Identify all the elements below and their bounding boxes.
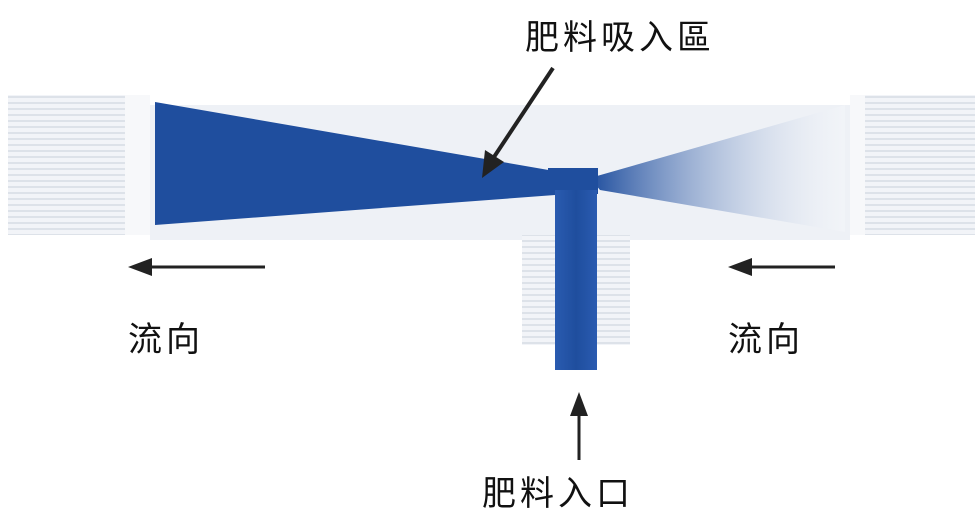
flow-direction-label-left: 流向: [128, 320, 204, 360]
fertilizer-inlet-label: 肥料入口: [482, 474, 634, 514]
fluid-left-cone: [155, 102, 560, 225]
left-pipe-fitting: [8, 95, 153, 235]
flow-arrow-left: [128, 258, 265, 276]
flow-direction-label-right: 流向: [728, 320, 804, 360]
fluid-right-cone: [590, 105, 845, 232]
flow-arrow-right: [728, 258, 835, 276]
inlet-arrow: [570, 392, 588, 460]
suction-zone-label: 肥料吸入區: [525, 18, 715, 58]
right-pipe-fitting: [845, 95, 975, 235]
inlet-pipe: [522, 190, 630, 370]
suction-zone-arrow: [482, 66, 555, 178]
venturi-throat: [548, 168, 598, 194]
